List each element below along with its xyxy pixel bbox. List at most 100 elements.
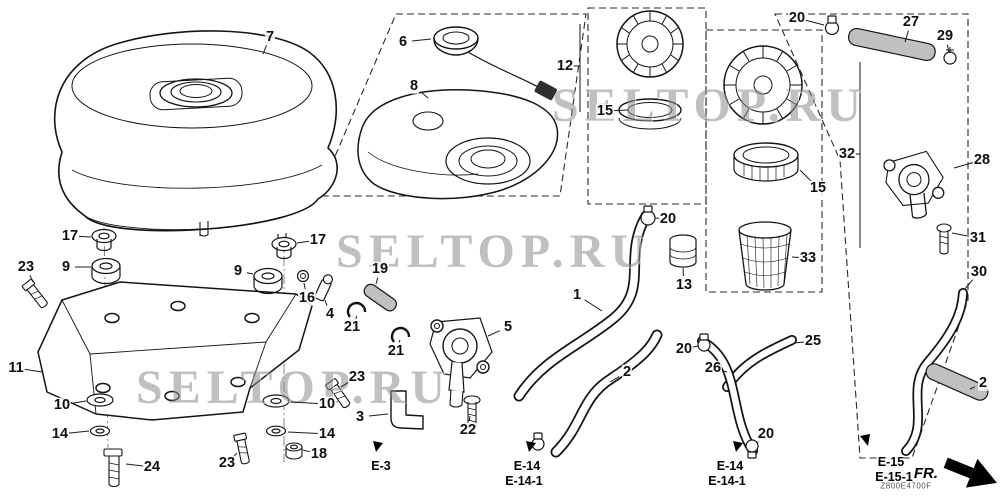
bolt-23c-drawing <box>233 432 250 465</box>
fr-label: FR. <box>914 465 938 482</box>
callout-18: 18 <box>309 445 329 462</box>
callout-7: 7 <box>264 28 276 45</box>
callout-19: 19 <box>370 260 390 277</box>
callout-9: 9 <box>60 258 72 275</box>
ref-arrow-icons <box>373 434 870 452</box>
fuel-cap-drawing <box>433 26 557 101</box>
washer-10-left-drawing <box>86 393 114 407</box>
washer-10-right-drawing <box>262 394 290 408</box>
callout-14: 14 <box>50 425 70 442</box>
callout-1: 1 <box>571 286 583 303</box>
fr-arrow-icon <box>943 457 997 488</box>
bolt-23b-drawing <box>325 378 351 409</box>
callout-32: 32 <box>837 145 857 162</box>
callout-10: 10 <box>317 395 337 412</box>
callout-23: 23 <box>217 454 237 471</box>
callout-8: 8 <box>408 77 420 94</box>
ref-label-E-14-1[interactable]: E-14-1 <box>708 473 746 488</box>
fuel-tank-drawing <box>53 30 338 249</box>
callout-3: 3 <box>354 408 366 425</box>
callout-28: 28 <box>972 151 992 168</box>
callout-30: 30 <box>969 263 989 280</box>
hose-30-drawing <box>901 288 968 456</box>
callout-10: 10 <box>52 396 72 413</box>
fuel-valve-28-drawing <box>883 150 945 219</box>
bolt-31-drawing <box>936 223 952 255</box>
cap-12-drawing <box>616 10 684 130</box>
callout-11: 11 <box>7 359 25 376</box>
tube-27-drawing <box>847 27 936 62</box>
tube-19-drawing <box>363 283 398 312</box>
collar-18-drawing <box>285 442 303 460</box>
ref-arrow-e14r-icon <box>733 441 743 452</box>
clip-21a-drawing <box>346 301 367 318</box>
collar-9-left-drawing <box>91 257 121 285</box>
callout-29: 29 <box>935 27 955 44</box>
ref-arrow-e3-icon <box>373 441 383 452</box>
washer-14-left-drawing <box>89 425 111 437</box>
callout-12: 12 <box>555 57 575 74</box>
callout-31: 31 <box>968 229 988 246</box>
callout-27: 27 <box>901 13 921 30</box>
callout-17: 17 <box>308 231 328 248</box>
dashed-box-right <box>774 13 969 459</box>
callout-22: 22 <box>458 421 478 438</box>
bolt-22-drawing <box>463 395 481 429</box>
washer-14-right-drawing <box>265 425 287 437</box>
callout-20: 20 <box>658 210 678 227</box>
callout-4: 4 <box>324 305 336 322</box>
drawing-part-code: Z800E4700F <box>880 481 932 491</box>
ref-label-E-3[interactable]: E-3 <box>371 458 391 473</box>
dashed-box-cap12 <box>587 7 707 205</box>
fuel-valve-5-drawing <box>429 317 493 408</box>
ref-label-E-15-1[interactable]: E-15-1 <box>875 469 913 484</box>
callout-21: 21 <box>342 318 362 335</box>
callout-25: 25 <box>803 332 823 349</box>
callout-brackets <box>572 24 861 248</box>
callout-20: 20 <box>787 9 807 26</box>
bolt-24-drawing <box>103 448 123 488</box>
callout-9: 9 <box>232 262 244 279</box>
callout-6: 6 <box>397 33 409 50</box>
callout-15: 15 <box>808 179 828 196</box>
ref-label-E-14-1[interactable]: E-14-1 <box>505 473 543 488</box>
hose-1-drawing <box>513 210 652 402</box>
ref-arrow-e14c-icon <box>526 441 536 452</box>
tube-2-right-drawing <box>925 363 989 401</box>
callout-23: 23 <box>16 258 36 275</box>
collar-9-right-drawing <box>253 267 283 295</box>
callout-24: 24 <box>142 458 162 475</box>
grommet-17-right-drawing <box>271 236 297 260</box>
bolt-23a-drawing <box>21 278 48 309</box>
callout-14: 14 <box>317 425 337 442</box>
ref-label-E-14[interactable]: E-14 <box>716 458 744 473</box>
callout-21: 21 <box>386 342 406 359</box>
filter-13-drawing <box>669 234 697 268</box>
ref-label-E-14[interactable]: E-14 <box>513 458 541 473</box>
grommet-17-left-drawing <box>91 228 117 252</box>
hose-2-center-drawing <box>550 329 663 458</box>
callout-13: 13 <box>674 276 694 293</box>
callout-2: 2 <box>977 374 989 391</box>
cap-32-drawing <box>723 45 803 291</box>
clip-21b-drawing <box>390 326 411 343</box>
callout-26: 26 <box>703 359 723 376</box>
ref-arrow-e15-icon <box>860 434 870 446</box>
mounting-plate-drawing <box>37 281 313 421</box>
fr-indicator: FR. <box>914 457 997 488</box>
hose-clamps-drawing <box>531 205 759 459</box>
hose-25-drawing <box>722 335 797 392</box>
elbow-3-drawing <box>390 390 424 430</box>
joint-4-drawing <box>314 274 334 302</box>
callout-17: 17 <box>60 227 80 244</box>
hose-26-drawing <box>697 336 758 456</box>
callout-5: 5 <box>502 318 514 335</box>
callout-2: 2 <box>621 363 633 380</box>
callout-23: 23 <box>347 368 367 385</box>
callout-15: 15 <box>595 102 615 119</box>
callout-16: 16 <box>297 289 317 306</box>
ref-label-E-15[interactable]: E-15 <box>877 454 905 469</box>
clamp-20-top-drawing <box>824 15 840 36</box>
